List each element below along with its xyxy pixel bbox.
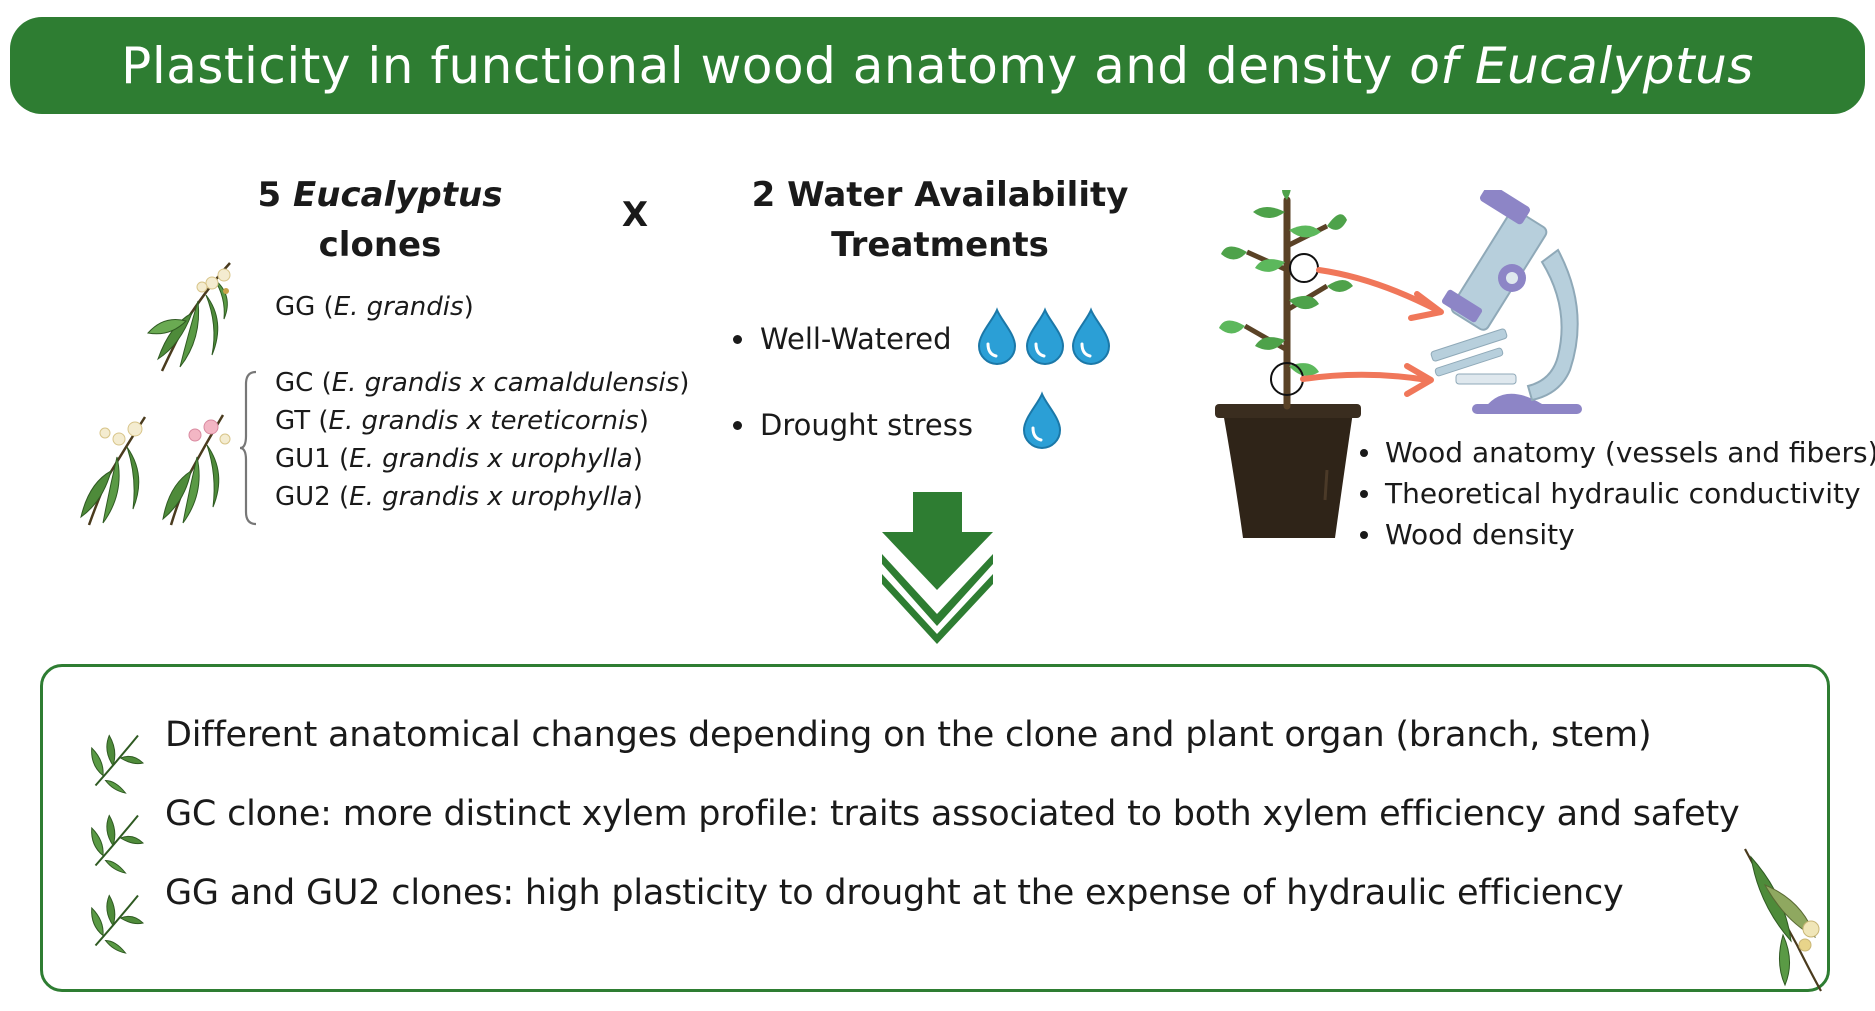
curly-brace [239, 370, 257, 526]
findings-box [40, 664, 1830, 992]
microscope-icon [1430, 190, 1582, 414]
eucalyptus-branch-icon [1744, 848, 1822, 992]
potted-plant-icon [1215, 190, 1444, 538]
leaf-icon [90, 894, 144, 954]
finding-3: GG and GU2 clones: high plasticity to dr… [165, 873, 1624, 913]
clones-heading: 5 Eucalyptus clones [257, 175, 503, 265]
cross-symbol: X [621, 195, 649, 235]
treatment-drought-stress: Drought stress [733, 408, 973, 442]
eucalyptus-branch-icon [147, 262, 231, 372]
water-drop-icon [977, 308, 1111, 366]
leaf-icon [90, 814, 144, 874]
treatment-well-watered: Well-Watered [733, 322, 952, 356]
measurement-wood-density: Wood density [1360, 518, 1575, 551]
measurement-hydraulic-conductivity: Theoretical hydraulic conductivity [1360, 477, 1861, 510]
finding-2: GC clone: more distinct xylem profile: t… [165, 794, 1740, 834]
measurement-wood-anatomy: Wood anatomy (vessels and fibers) [1360, 436, 1875, 469]
page-title: Plasticity in functional wood anatomy an… [121, 36, 1754, 95]
clone-item-gu2: GU2 (E. grandis x urophylla) [275, 482, 643, 512]
clone-item-gt: GT (E. grandis x tereticornis) [275, 406, 649, 436]
eucalyptus-branch-icon [80, 414, 231, 526]
leaf-icon [90, 734, 144, 794]
water-drop-icon [1022, 392, 1062, 450]
clone-item-gc: GC (E. grandis x camaldulensis) [275, 368, 690, 398]
clone-item-gg: GG (E. grandis) [275, 292, 474, 322]
down-arrow-icon [882, 492, 993, 644]
treatments-heading: 2 Water Availability Treatments [751, 175, 1129, 265]
clone-item-gu1: GU1 (E. grandis x urophylla) [275, 444, 643, 474]
title-banner: Plasticity in functional wood anatomy an… [10, 17, 1865, 114]
finding-1: Different anatomical changes depending o… [165, 715, 1652, 755]
